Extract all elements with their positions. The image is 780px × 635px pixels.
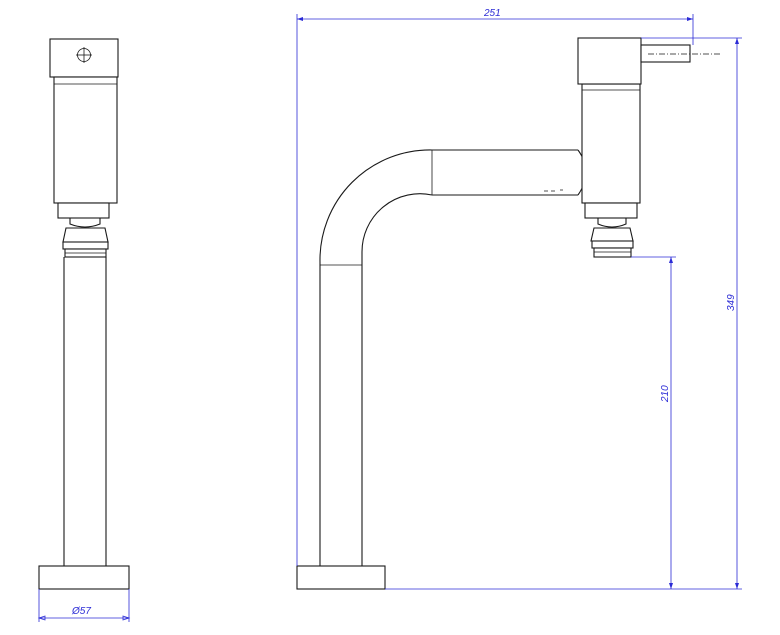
side-lever bbox=[640, 44, 691, 63]
side-aerator bbox=[590, 227, 634, 242]
total-height-dimension bbox=[385, 37, 742, 590]
handle-marker-icon bbox=[76, 47, 92, 63]
outlet-height-dimension bbox=[631, 256, 676, 589]
spout-reach-dimension bbox=[296, 14, 694, 566]
front-collar bbox=[57, 202, 110, 219]
side-valve-body bbox=[581, 83, 641, 204]
base-diameter-dimension bbox=[37, 589, 131, 622]
side-spout-bend bbox=[319, 149, 433, 265]
spout-reach-label: 251 bbox=[483, 8, 501, 19]
side-handle-cap bbox=[577, 37, 642, 85]
side-collar bbox=[584, 202, 638, 219]
outlet-height-label: 210 bbox=[660, 385, 671, 403]
total-height-label: 349 bbox=[726, 294, 737, 311]
front-base bbox=[38, 565, 130, 590]
front-view: Ø57 bbox=[37, 38, 131, 622]
front-valve-body bbox=[53, 76, 118, 204]
base-diameter-label: Ø57 bbox=[71, 606, 91, 617]
side-view bbox=[296, 37, 720, 590]
side-base bbox=[296, 565, 386, 590]
front-aerator bbox=[62, 227, 109, 243]
